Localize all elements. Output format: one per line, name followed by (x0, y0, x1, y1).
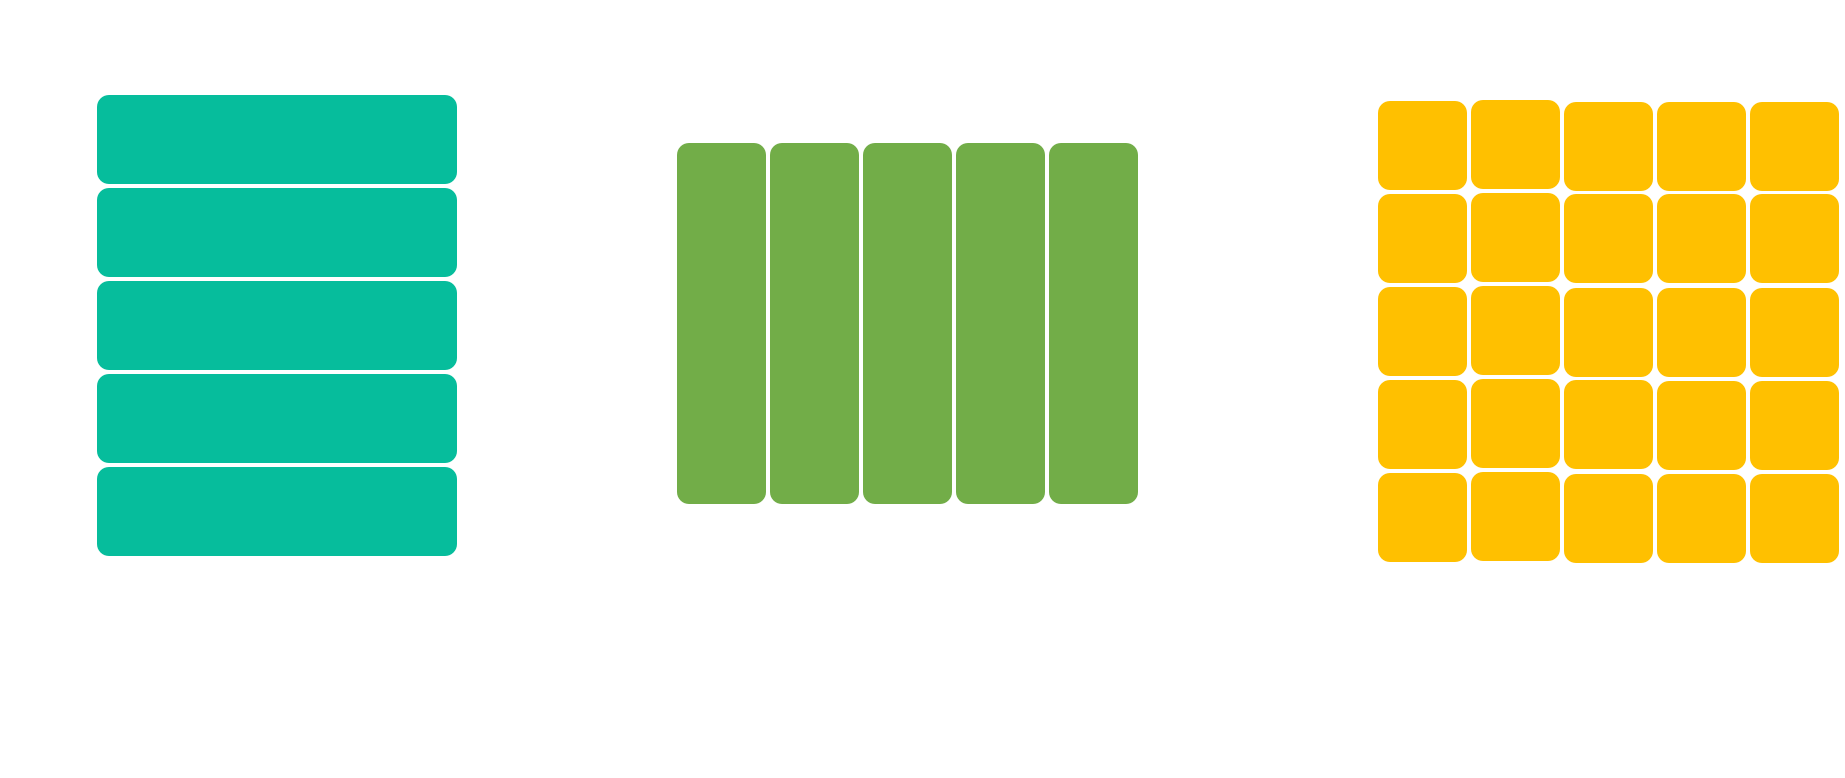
grid-square (1750, 194, 1839, 283)
horizontal-bar (97, 281, 457, 370)
grid-square (1750, 288, 1839, 377)
grid-square (1471, 193, 1560, 282)
grid-square (1657, 102, 1746, 191)
grid-square (1564, 474, 1653, 563)
grid-square (1564, 102, 1653, 191)
grid-square (1378, 473, 1467, 562)
grid-square (1471, 472, 1560, 561)
vertical-column (770, 143, 859, 504)
grid-square (1750, 381, 1839, 470)
vertical-column (677, 143, 766, 504)
grid-square (1657, 288, 1746, 377)
vertical-column (956, 143, 1045, 504)
grid-square (1378, 101, 1467, 190)
horizontal-bar (97, 374, 457, 463)
grid-square (1471, 100, 1560, 189)
grid-square (1564, 288, 1653, 377)
grid-square (1750, 474, 1839, 563)
grid-square (1378, 380, 1467, 469)
grid-square (1564, 380, 1653, 469)
grid-square (1564, 194, 1653, 283)
grid-square (1750, 102, 1839, 191)
grid-square (1471, 379, 1560, 468)
grid-square (1657, 474, 1746, 563)
horizontal-bar (97, 467, 457, 556)
horizontal-bar (97, 188, 457, 277)
grid-square (1657, 194, 1746, 283)
horizontal-bar (97, 95, 457, 184)
vertical-column (1049, 143, 1138, 504)
horizontal-bars-group (97, 95, 457, 556)
grid-square (1657, 381, 1746, 470)
grid-square (1378, 194, 1467, 283)
vertical-columns-group (677, 143, 1139, 504)
vertical-column (863, 143, 952, 504)
grid-square (1378, 287, 1467, 376)
square-grid-group (1378, 100, 1840, 565)
grid-square (1471, 286, 1560, 375)
